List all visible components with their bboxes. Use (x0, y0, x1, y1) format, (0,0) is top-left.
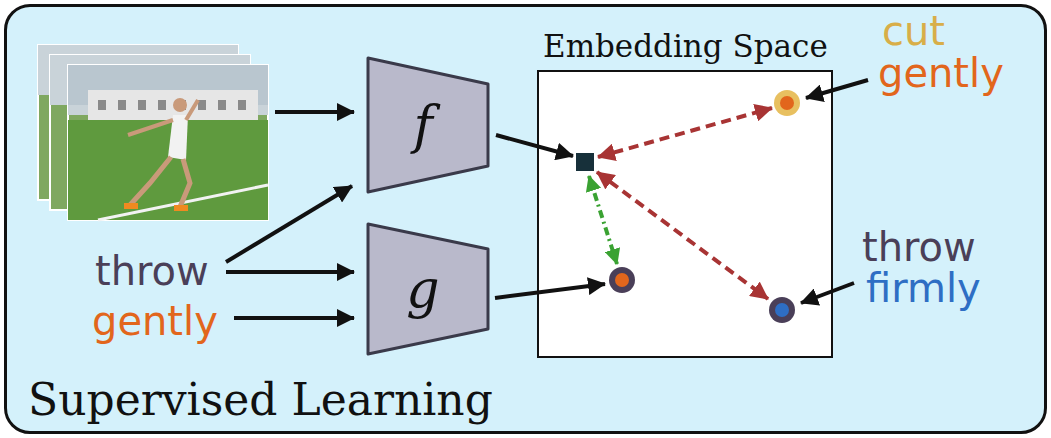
text-embedding-dot (609, 267, 635, 293)
adverb-word: gently (92, 298, 218, 344)
encoder-label: f (413, 95, 432, 155)
encoder-trapezoid: g (366, 222, 490, 356)
pointer-arrow (806, 80, 868, 98)
panel-title: Supervised Learning (28, 374, 493, 425)
input-arrow (234, 316, 354, 320)
text-embedding-dot (615, 273, 629, 287)
input-arrow (226, 186, 352, 262)
input-arrow (275, 110, 354, 114)
video-frames (38, 45, 268, 220)
verb-word: throw (95, 248, 209, 294)
trapezoid-shape (368, 58, 488, 192)
output-arrow (496, 135, 573, 156)
encoder-trapezoid: f (366, 56, 490, 194)
panel-background: Supervised Learning f g Embedding Space thro… (4, 4, 1047, 434)
verb-word: cut (882, 8, 945, 54)
encoder-label: g (406, 259, 439, 319)
adverb-word: gently (878, 50, 1004, 96)
video-embedding-square (576, 153, 594, 171)
embedding-title: Embedding Space (543, 28, 828, 64)
text-embedding-dot (774, 90, 800, 116)
negative-distance-arrow (598, 108, 772, 157)
verb-word: throw (862, 224, 976, 270)
text-embedding-dot (769, 297, 795, 323)
text-embedding-dot (775, 303, 789, 317)
pointer-arrow (801, 283, 854, 303)
negative-distance-arrow (597, 172, 768, 299)
output-arrow (495, 284, 605, 298)
text-embedding-dot (780, 96, 794, 110)
positive-distance-arrow (589, 176, 617, 264)
input-arrow (226, 270, 354, 274)
adverb-word: firmly (866, 265, 981, 311)
embedding-space-box: Embedding Space (537, 70, 833, 358)
trapezoid-shape (368, 224, 488, 354)
